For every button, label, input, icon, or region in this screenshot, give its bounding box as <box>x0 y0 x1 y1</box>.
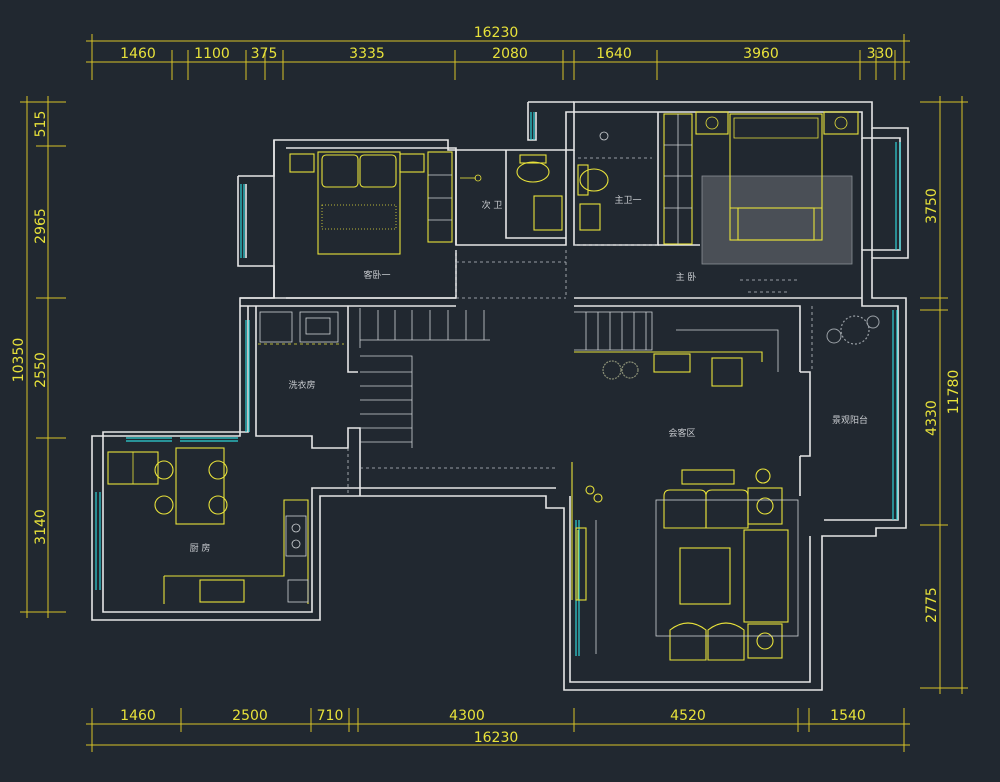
top-dim-8: 330 <box>867 46 894 62</box>
kitchen-fixtures <box>107 447 309 604</box>
guest-bed <box>289 151 453 255</box>
left-dim-1: 515 <box>33 111 49 138</box>
staircase-left <box>359 308 490 448</box>
second-bath-fixtures <box>460 154 563 231</box>
top-dim-6: 1640 <box>596 46 632 62</box>
left-dim-4: 3140 <box>33 509 49 545</box>
exterior-walls <box>91 101 909 691</box>
master-bed <box>663 111 859 293</box>
top-dimension-chain: 16230 1460 1100 375 3335 2080 1640 3960 … <box>86 25 910 80</box>
room-label-balcony: 景观阳台 <box>832 414 868 426</box>
bottom-total-dim: 16230 <box>474 730 519 746</box>
balcony-plant <box>826 315 880 345</box>
top-dim-2: 1100 <box>194 46 230 62</box>
bottom-dim-2: 2500 <box>232 708 268 724</box>
left-dimension-chain: 515 2965 2550 3140 10350 <box>11 96 66 618</box>
room-label-second-bath: 次 卫 <box>482 199 503 211</box>
laundry-fixtures <box>258 311 344 345</box>
top-dim-4: 3335 <box>349 46 385 62</box>
stair-plant <box>602 360 639 380</box>
room-label-master-bedroom: 主 卧 <box>676 271 697 283</box>
master-bath-fixtures <box>577 131 652 231</box>
bottom-dim-1: 1460 <box>120 708 156 724</box>
top-dim-7: 3960 <box>743 46 779 62</box>
top-total-dim: 16230 <box>474 25 519 41</box>
bottom-dim-5: 4520 <box>670 708 706 724</box>
living-furniture <box>571 462 799 661</box>
right-dim-2: 4330 <box>924 400 940 436</box>
left-dim-3: 2550 <box>33 352 49 388</box>
door-openings <box>347 244 813 496</box>
bottom-dim-3: 710 <box>317 708 344 724</box>
bottom-dim-4: 4300 <box>449 708 485 724</box>
bottom-dim-6: 1540 <box>830 708 866 724</box>
top-dim-3: 375 <box>251 46 278 62</box>
left-dim-2: 2965 <box>33 208 49 244</box>
room-label-master-bath: 主卫一 <box>614 194 641 206</box>
right-dim-3: 2775 <box>924 587 940 623</box>
top-dim-5: 2080 <box>492 46 528 62</box>
bottom-dimension-chain: 1460 2500 710 4300 4520 1540 16230 <box>86 708 910 752</box>
room-label-laundry: 洗衣房 <box>288 379 315 391</box>
right-dimension-chain: 3750 4330 2775 11780 <box>920 96 968 694</box>
room-label-guest-bedroom: 客卧一 <box>363 269 390 281</box>
right-total-dim: 11780 <box>946 370 962 415</box>
room-label-living: 会客区 <box>668 427 695 439</box>
left-total-dim: 10350 <box>11 338 27 383</box>
top-dim-1: 1460 <box>120 46 156 62</box>
windows <box>95 112 901 656</box>
room-label-kitchen: 厨 房 <box>190 542 211 554</box>
right-dim-1: 3750 <box>924 188 940 224</box>
staircase-right <box>574 311 779 387</box>
